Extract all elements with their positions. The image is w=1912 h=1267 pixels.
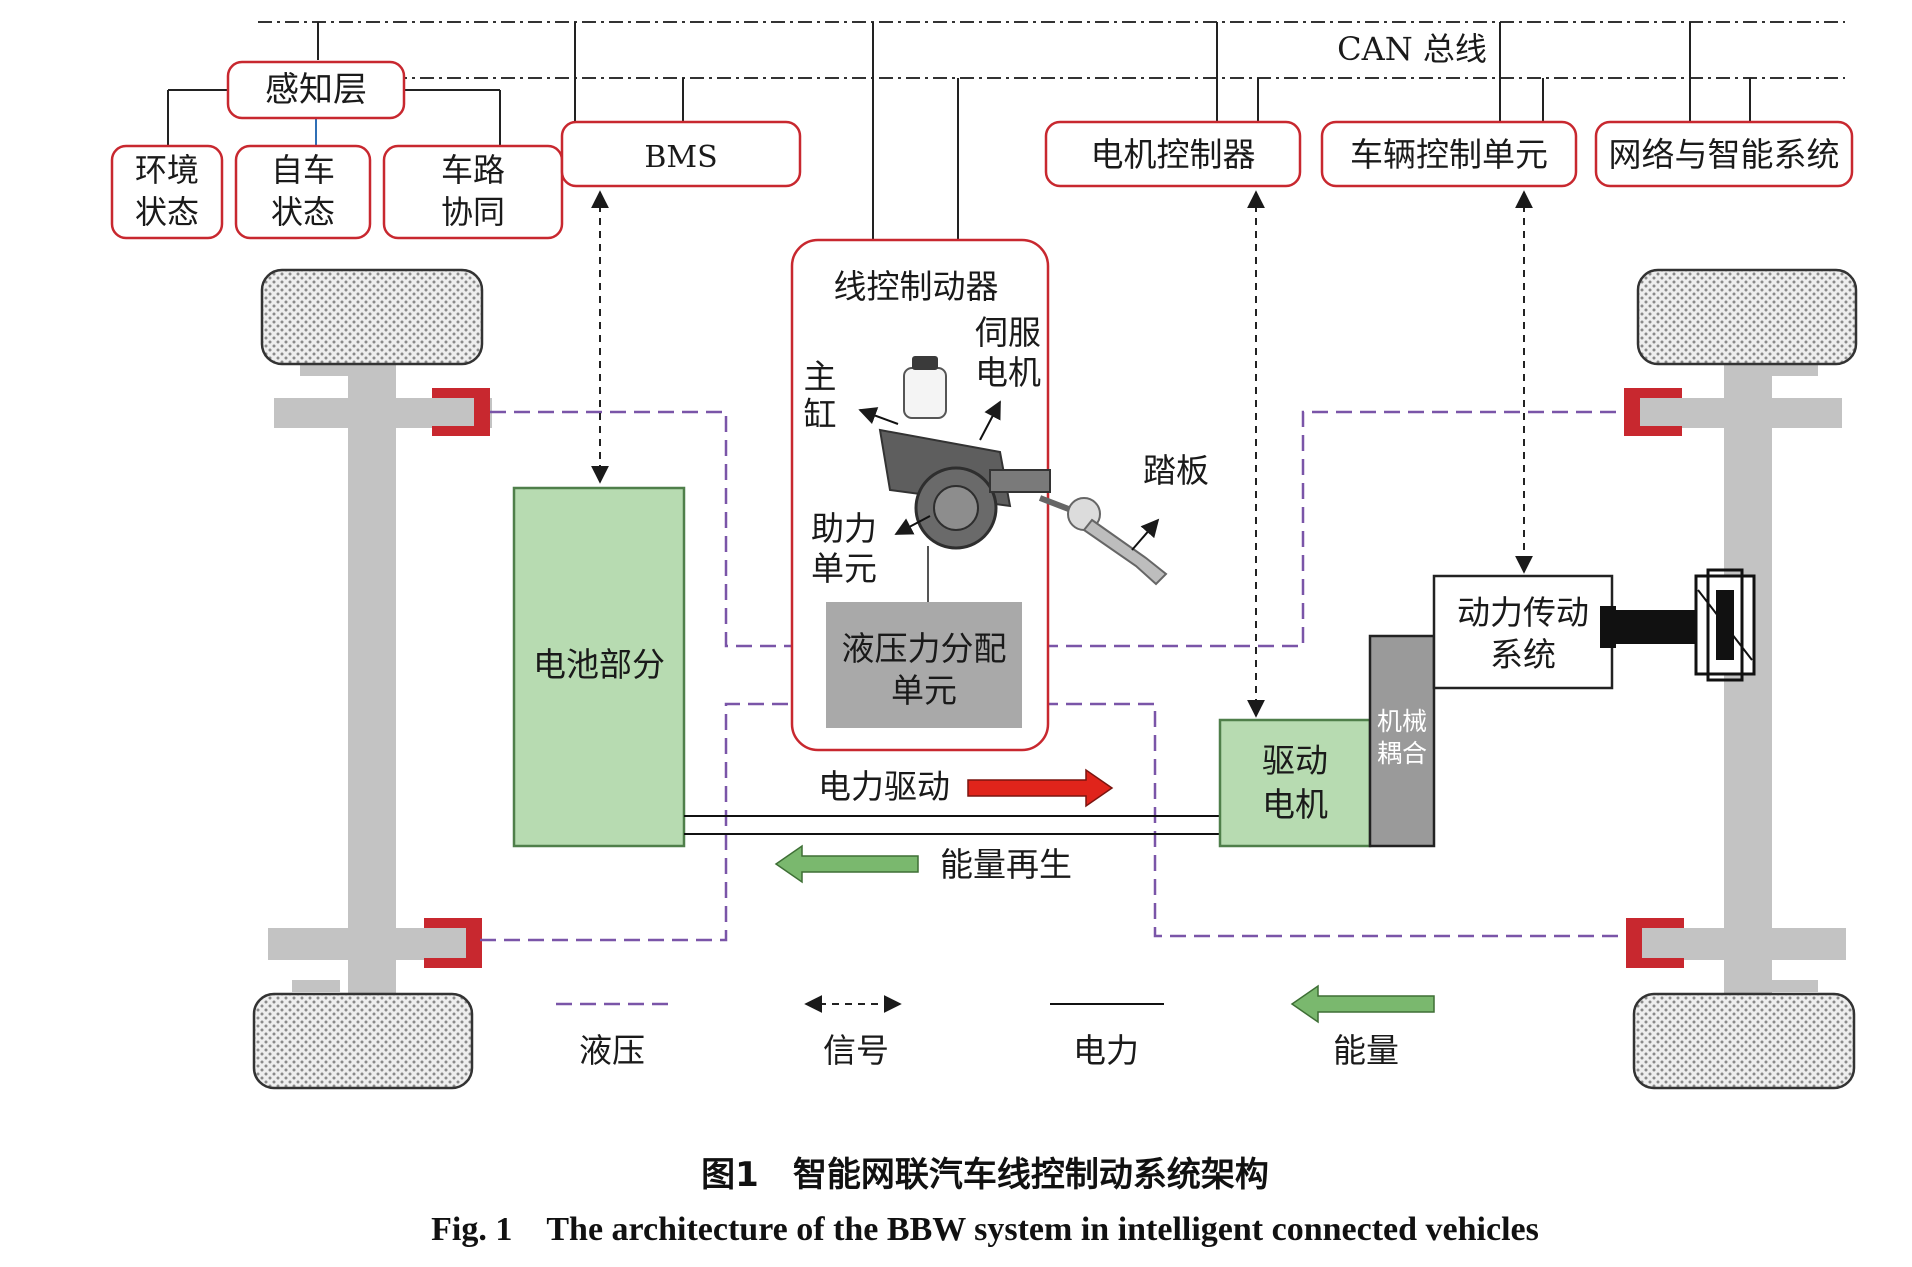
battery-label: 电池部分 bbox=[533, 645, 665, 684]
wheel-rear-left bbox=[252, 992, 474, 1090]
pedal-label: 踏板 bbox=[1143, 451, 1209, 490]
coupling-line2: 耦合 bbox=[1377, 739, 1427, 768]
transmission-line1: 动力传动 bbox=[1457, 593, 1589, 632]
booster-line2: 单元 bbox=[811, 549, 877, 588]
drive-motor-block: 驱动 电机 bbox=[1218, 718, 1372, 848]
v2x-line1: 车路 bbox=[441, 151, 505, 189]
perception-item-v2x: 车路 协同 bbox=[382, 144, 564, 240]
pedal-callout: 踏板 bbox=[1131, 451, 1209, 551]
can-bus-label: CAN 总线 bbox=[1337, 30, 1487, 68]
master-cylinder-callout: 主 缸 bbox=[804, 357, 899, 434]
legend: 液压 信号 电力 能量 bbox=[556, 984, 1435, 1070]
booster-callout: 助力 单元 bbox=[811, 509, 931, 588]
booster-line1: 助力 bbox=[811, 509, 877, 548]
perception-item-ego-vehicle: 自车 状态 bbox=[234, 144, 372, 240]
hydraulic-distribution-unit: 液压力分配 单元 bbox=[826, 602, 1022, 728]
transmission-block: 动力传动 系统 bbox=[1432, 574, 1614, 690]
wheel-front-right bbox=[1636, 268, 1858, 366]
caliper-front-right bbox=[1624, 388, 1682, 436]
brake-by-wire-title: 线控制动器 bbox=[834, 267, 999, 306]
energy-regeneration-flow: 能量再生 bbox=[774, 844, 1072, 884]
hydraulic-lines bbox=[480, 410, 1626, 942]
perception-layer-box: 感知层 bbox=[226, 60, 406, 120]
figure-caption: 图1 智能网联汽车线控制动系统架构 Fig. 1 The architectur… bbox=[431, 1155, 1539, 1248]
network-intelligent-system-label: 网络与智能系统 bbox=[1609, 135, 1840, 174]
drive-motor-line2: 电机 bbox=[1262, 785, 1328, 824]
energy-regeneration-label: 能量再生 bbox=[940, 845, 1072, 884]
caliper-rear-left bbox=[424, 918, 482, 968]
ego-vehicle-line2: 状态 bbox=[271, 193, 335, 231]
booster-assembly-illustration bbox=[878, 356, 1168, 586]
caption-english: Fig. 1 The architecture of the BBW syste… bbox=[431, 1211, 1539, 1248]
battery-block: 电池部分 bbox=[512, 486, 686, 848]
master-cylinder-line1: 主 bbox=[804, 357, 837, 396]
bus-drop-lines bbox=[317, 22, 1751, 240]
vehicle-control-unit-label: 车辆控制单元 bbox=[1350, 135, 1548, 174]
legend-energy-label: 能量 bbox=[1333, 1031, 1399, 1070]
servo-motor-line1: 伺服 bbox=[975, 313, 1041, 352]
caption-chinese: 图1 智能网联汽车线控制动系统架构 bbox=[701, 1155, 1269, 1195]
chassis-left bbox=[268, 360, 492, 1000]
mechanical-coupling-block: 机械 耦合 bbox=[1368, 634, 1436, 848]
perception-item-environment: 环境 状态 bbox=[110, 144, 224, 240]
motor-controller-box: 电机控制器 bbox=[1044, 120, 1302, 188]
signal-lines bbox=[591, 190, 1533, 718]
vehicle-control-unit-box: 车辆控制单元 bbox=[1320, 120, 1578, 188]
coupling-line1: 机械 bbox=[1377, 707, 1427, 736]
perception-layer-title: 感知层 bbox=[265, 70, 367, 110]
environment-line1: 环境 bbox=[135, 151, 199, 189]
ego-vehicle-line1: 自车 bbox=[271, 151, 335, 189]
legend-energy-swatch bbox=[1290, 984, 1435, 1024]
caliper-rear-right bbox=[1626, 918, 1684, 968]
environment-line2: 状态 bbox=[135, 193, 199, 231]
caliper-front-left bbox=[432, 388, 490, 436]
distribution-line1: 液压力分配 bbox=[842, 629, 1007, 668]
drive-motor-line1: 驱动 bbox=[1262, 741, 1328, 780]
v2x-line2: 协同 bbox=[441, 193, 505, 231]
right-axle-gear bbox=[1694, 568, 1756, 682]
chassis-right bbox=[1630, 360, 1846, 1000]
legend-electric-label: 电力 bbox=[1073, 1031, 1139, 1070]
servo-motor-callout: 伺服 电机 bbox=[975, 313, 1041, 441]
legend-hydraulic-label: 液压 bbox=[579, 1031, 645, 1070]
distribution-line2: 单元 bbox=[891, 671, 957, 710]
motor-controller-label: 电机控制器 bbox=[1091, 135, 1256, 174]
electric-power-line bbox=[684, 815, 1220, 835]
network-intelligent-system-box: 网络与智能系统 bbox=[1594, 120, 1854, 188]
wheel-rear-right bbox=[1632, 992, 1856, 1090]
servo-motor-line2: 电机 bbox=[975, 353, 1041, 392]
drive-shaft bbox=[1600, 606, 1696, 648]
transmission-line2: 系统 bbox=[1490, 635, 1556, 674]
legend-signal-label: 信号 bbox=[823, 1031, 889, 1070]
electric-drive-flow: 电力驱动 bbox=[818, 767, 1114, 808]
perception-tree-lines bbox=[167, 89, 501, 146]
can-bus: CAN 总线 bbox=[258, 21, 1845, 79]
master-cylinder-line2: 缸 bbox=[804, 395, 837, 434]
electric-drive-label: 电力驱动 bbox=[818, 767, 950, 806]
wheel-front-left bbox=[260, 268, 484, 366]
bms-label: BMS bbox=[644, 140, 717, 175]
bms-box: BMS bbox=[560, 120, 802, 188]
